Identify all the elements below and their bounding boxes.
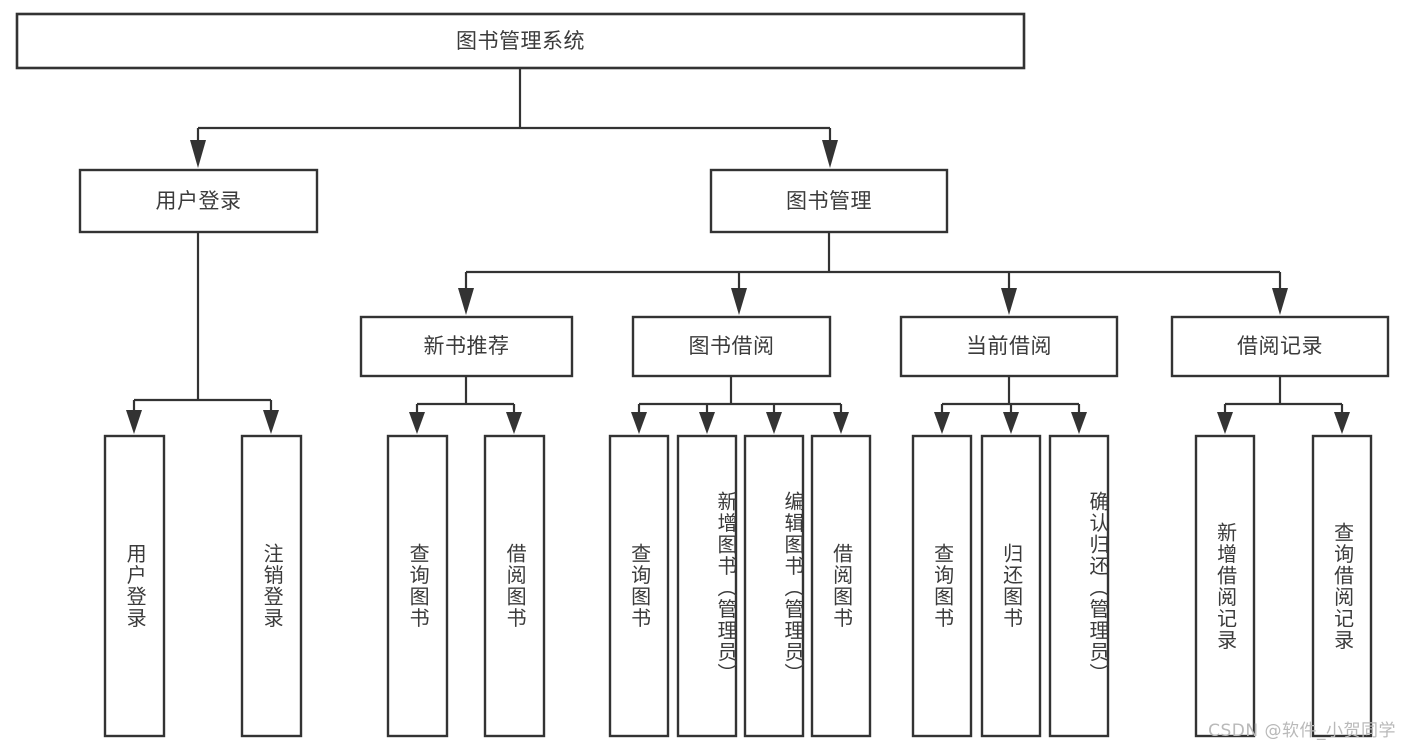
watermark-text: CSDN @软件_小贺同学	[1208, 721, 1396, 741]
arrow-head-leaf-add-book	[699, 412, 715, 434]
node-box-leaf-query-book-1[interactable]	[386, 434, 449, 738]
connector-borrowrecord-to-leaves	[1217, 376, 1350, 434]
arrow-head-leaf-logout-login	[263, 410, 279, 434]
node-box-current-borrow[interactable]	[899, 315, 1119, 378]
node-box-new-book-recommend[interactable]	[359, 315, 574, 378]
arrow-head-book-management	[822, 140, 838, 168]
arrow-head-book-borrow	[731, 288, 747, 315]
node-box-leaf-borrow-book-2[interactable]	[810, 434, 872, 738]
node-box-leaf-logout-login[interactable]	[240, 434, 303, 738]
node-box-book-borrow[interactable]	[631, 315, 832, 378]
arrow-head-leaf-add-record	[1217, 412, 1233, 434]
node-box-leaf-confirm-return[interactable]	[1048, 434, 1110, 738]
node-box-leaf-query-book-2[interactable]	[608, 434, 670, 738]
node-box-borrow-record[interactable]	[1170, 315, 1390, 378]
connector-bookborrow-to-leaves	[631, 376, 849, 434]
node-box-user-login[interactable]	[78, 168, 319, 234]
arrow-head-leaf-confirm-return	[1071, 412, 1087, 434]
arrow-head-leaf-query-book-1	[409, 412, 425, 434]
arrow-head-leaf-borrow-book-1	[506, 412, 522, 434]
node-box-leaf-add-record[interactable]	[1194, 434, 1256, 738]
arrow-head-leaf-user-login	[126, 410, 142, 434]
arrow-head-new-book-recommend	[458, 288, 474, 315]
node-box-book-management[interactable]	[709, 168, 949, 234]
node-box-leaf-query-book-3[interactable]	[911, 434, 973, 738]
connector-newbook-to-leaves	[409, 376, 522, 434]
node-box-leaf-user-login[interactable]	[103, 434, 166, 738]
arrow-head-leaf-query-record	[1334, 412, 1350, 434]
node-box-root[interactable]	[15, 12, 1026, 70]
node-box-leaf-return-book[interactable]	[980, 434, 1042, 738]
arrow-head-leaf-query-book-2	[631, 412, 647, 434]
node-box-leaf-edit-book[interactable]	[743, 434, 805, 738]
arrow-head-current-borrow	[1001, 288, 1017, 315]
arrow-head-borrow-record	[1272, 288, 1288, 315]
node-box-leaf-query-record[interactable]	[1311, 434, 1373, 738]
connector-bookmgmt-to-level3	[458, 232, 1288, 315]
connector-userlogin-to-leaves	[126, 232, 279, 434]
arrow-head-leaf-edit-book	[766, 412, 782, 434]
arrow-head-user-login	[190, 140, 206, 168]
arrow-head-leaf-borrow-book-2	[833, 412, 849, 434]
arrow-head-leaf-query-book-3	[934, 412, 950, 434]
connector-root-to-level2	[190, 68, 838, 168]
arrow-head-leaf-return-book	[1003, 412, 1019, 434]
connector-currentborrow-to-leaves	[934, 376, 1087, 434]
node-box-leaf-add-book[interactable]	[676, 434, 738, 738]
node-box-leaf-borrow-book-1[interactable]	[483, 434, 546, 738]
